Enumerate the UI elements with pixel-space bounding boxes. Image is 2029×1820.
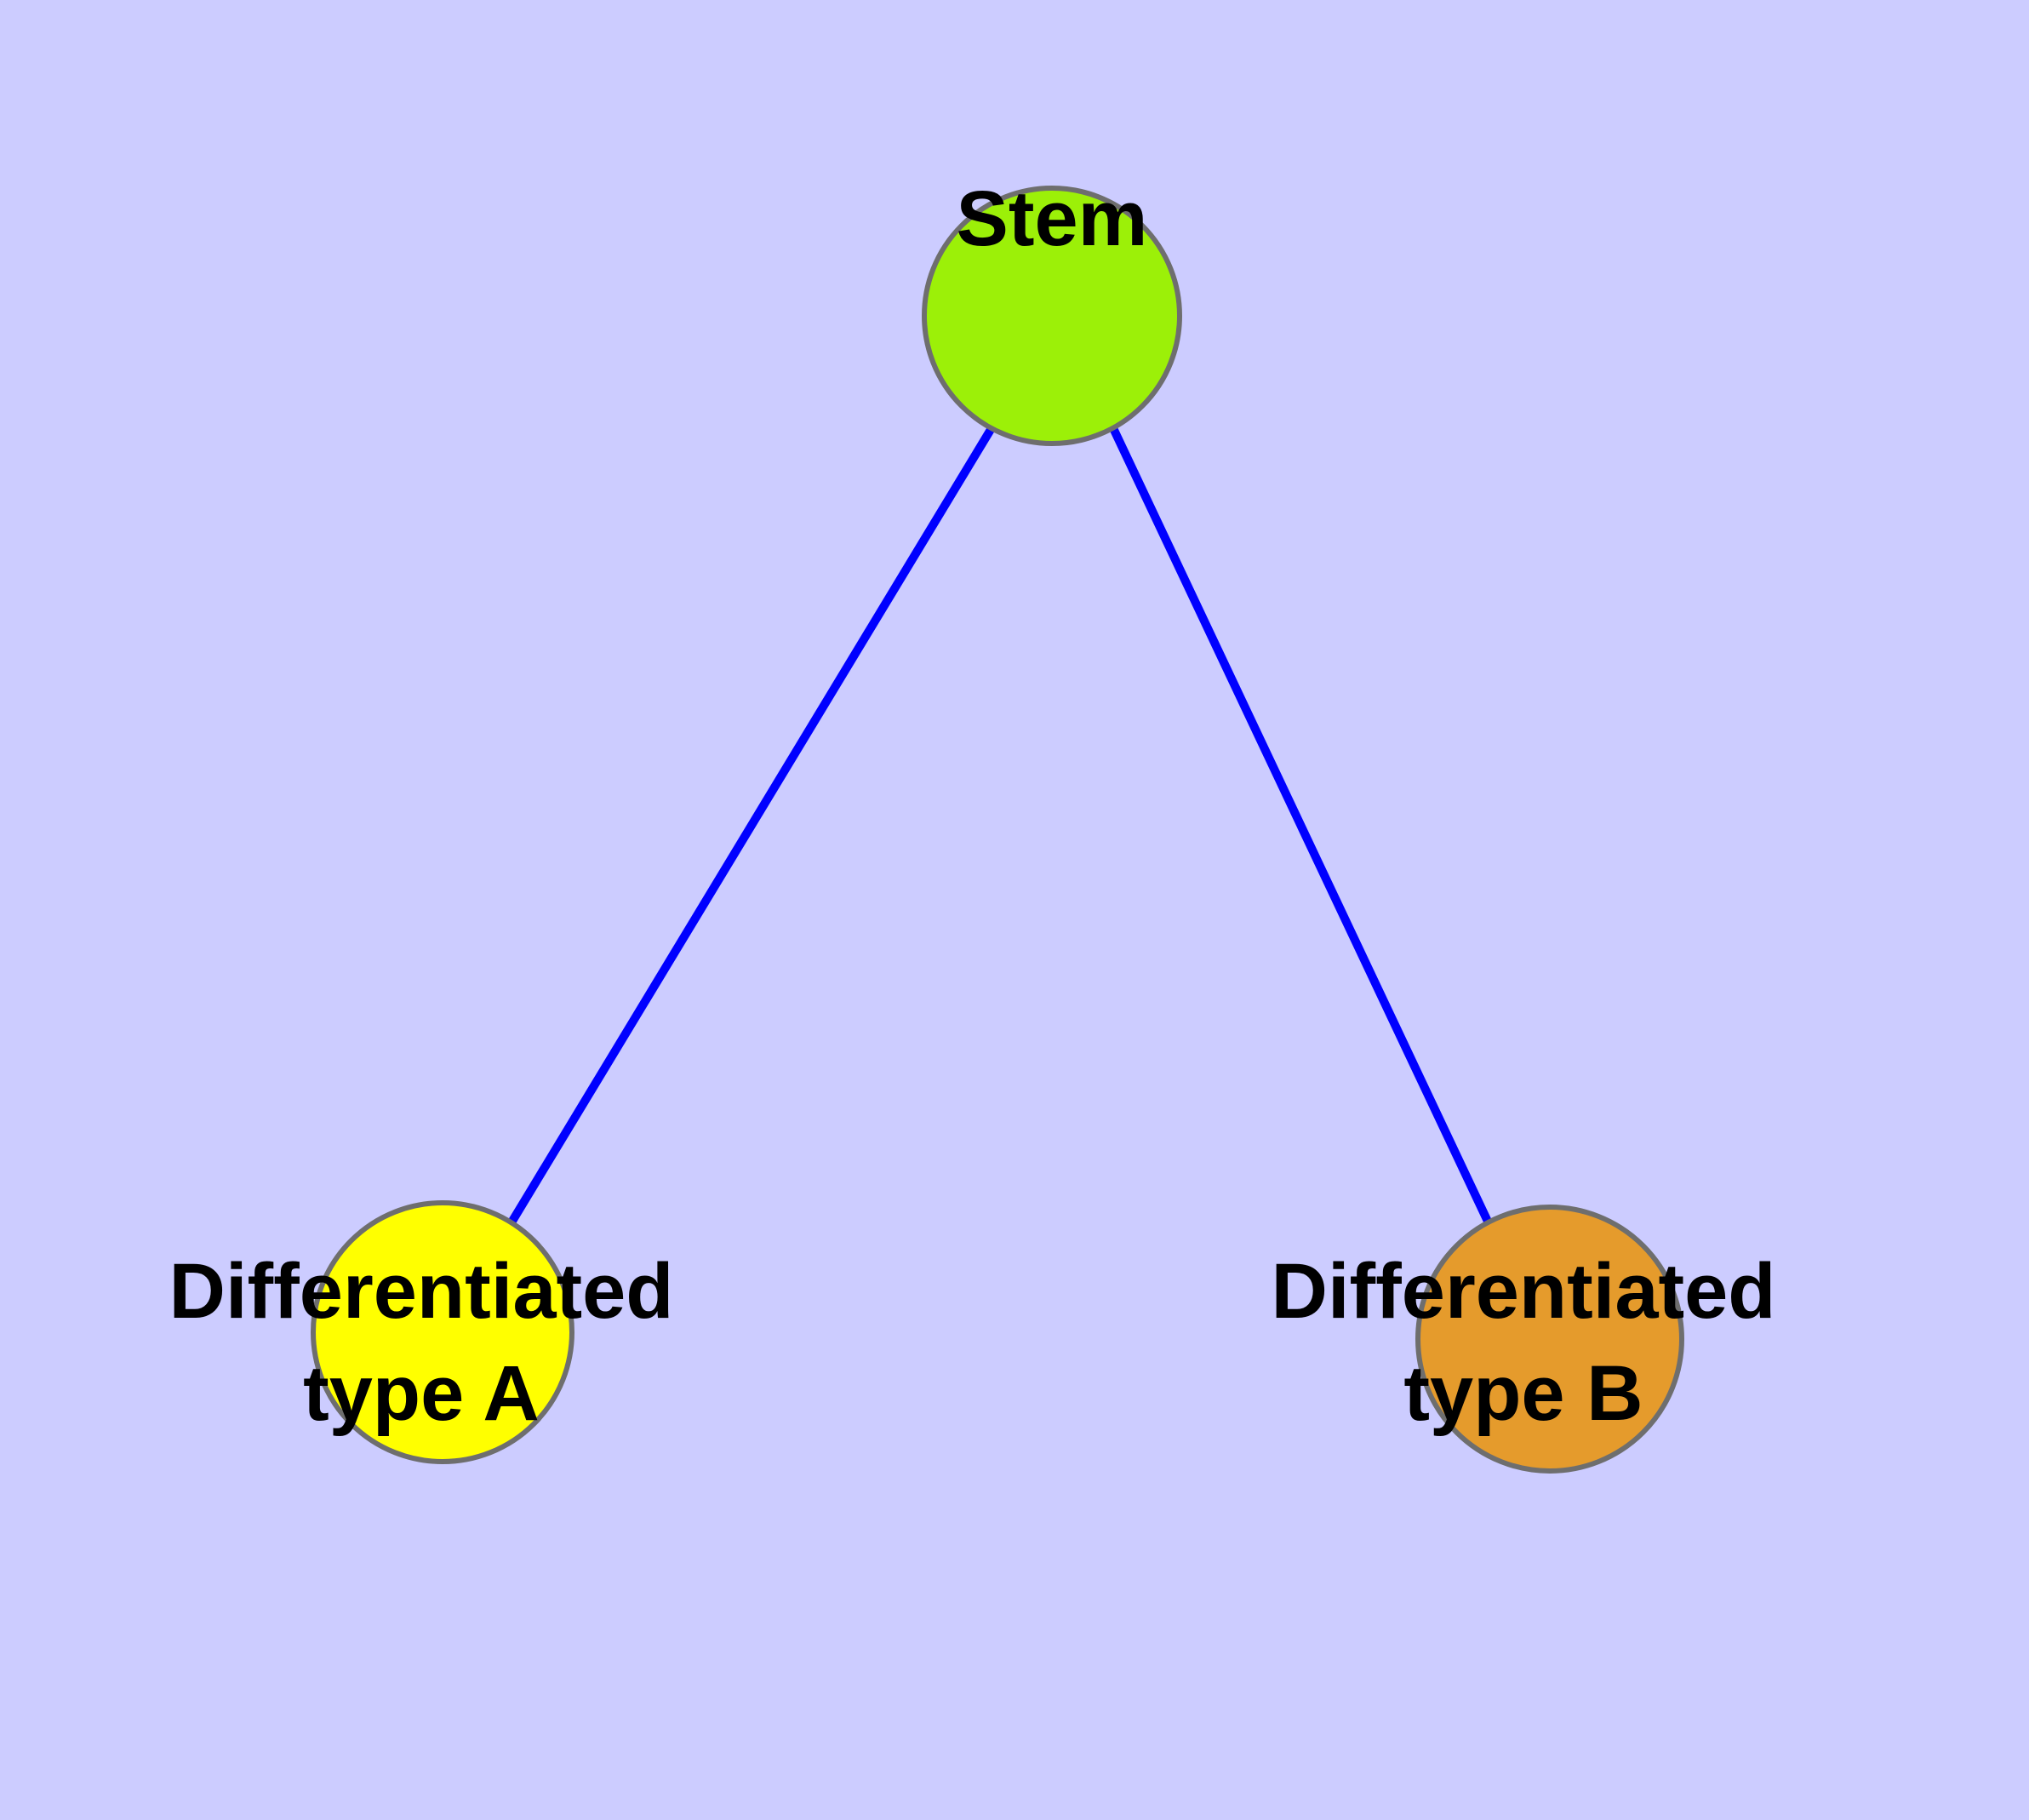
node-label-diff-a-line2: type A bbox=[303, 1350, 540, 1437]
node-label-stem-line1: Stem bbox=[957, 175, 1148, 262]
graph-node-diff-a[interactable] bbox=[311, 1200, 574, 1464]
graph-node-stem[interactable] bbox=[922, 186, 1182, 446]
graph-edge-stem-to-diff-a bbox=[507, 426, 996, 1225]
graph-edge-stem-to-diff-b bbox=[1109, 426, 1495, 1229]
graph-node-diff-b[interactable] bbox=[1415, 1205, 1684, 1474]
nodes-layer bbox=[311, 186, 1684, 1474]
node-label-diff-b-line1: Differentiated bbox=[1272, 1248, 1776, 1335]
node-label-diff-b-line2: type B bbox=[1403, 1350, 1643, 1437]
edges-layer bbox=[507, 426, 1495, 1229]
node-label-diff-a-line1: Differentiated bbox=[169, 1248, 674, 1335]
